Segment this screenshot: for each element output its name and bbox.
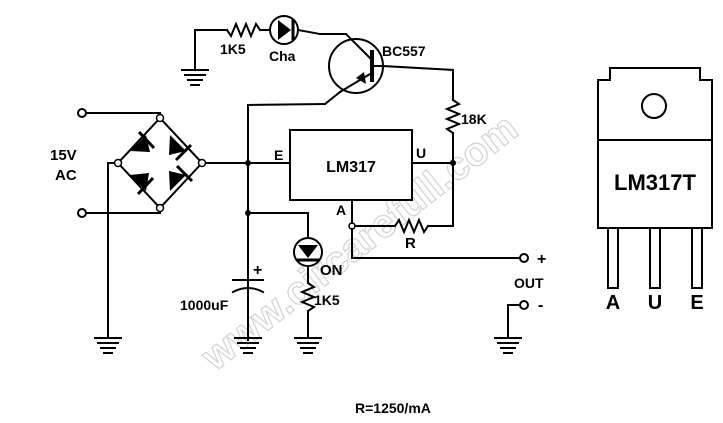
pin-u-label: U (416, 145, 426, 161)
pin-a-label: A (336, 202, 346, 218)
output-terminals (507, 253, 529, 339)
current-resistor-label: R (405, 235, 416, 252)
package-pin-u: U (648, 292, 662, 314)
pnp-transistor (246, 32, 455, 107)
power-led (293, 237, 323, 267)
out-minus-label: - (538, 297, 543, 314)
filter-capacitor (231, 279, 265, 294)
package-pin-a: A (606, 292, 620, 314)
formula-label: R=1250/mA (355, 400, 431, 416)
power-led-label: ON (320, 262, 343, 279)
package-name: LM317T (614, 170, 696, 195)
package-pin-e: E (690, 292, 703, 314)
ground-symbol (234, 337, 262, 354)
charge-led (269, 15, 299, 45)
power-led-resistor (299, 281, 317, 313)
input-type-label: AC (55, 167, 77, 184)
capacitor-plus-label: + (253, 262, 262, 279)
charge-led-label: Cha (269, 48, 296, 64)
charge-resistor (225, 21, 262, 39)
charge-resistor-label: 1K5 (220, 41, 246, 57)
ground-symbol (181, 69, 209, 86)
ground-symbol (294, 337, 322, 354)
input-voltage-label: 15V (50, 147, 77, 164)
out-plus-label: + (537, 251, 546, 268)
ground-symbol (94, 337, 122, 354)
sense-resistor-label: 18K (461, 111, 487, 127)
ground-symbol (494, 337, 522, 354)
capacitor-label: 1000uF (180, 297, 229, 313)
pin-e-label: E (274, 147, 283, 163)
regulator-label: LM317 (326, 159, 376, 176)
bridge-rectifier (113, 112, 207, 214)
out-label: OUT (514, 275, 544, 291)
power-resistor-label: 1K5 (314, 292, 340, 308)
lm317t-package (597, 67, 713, 289)
ac-input-terminals (77, 108, 161, 218)
current-set-resistor (393, 217, 430, 235)
sense-resistor (444, 98, 462, 135)
transistor-label: BC557 (382, 43, 426, 59)
